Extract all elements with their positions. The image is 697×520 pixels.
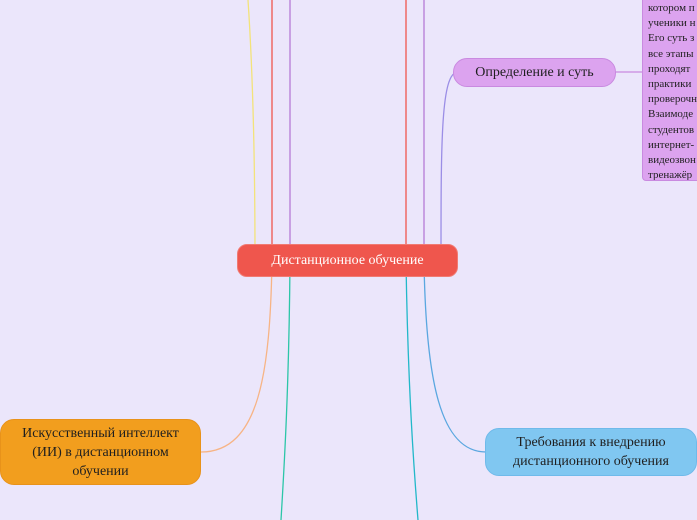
- note-line: ученики н: [648, 17, 696, 30]
- topic-requirements[interactable]: Требования к внедрению дистанционного об…: [485, 428, 697, 476]
- connector-teal-right: [405, 261, 419, 520]
- note-line: интернет-: [648, 138, 695, 151]
- note-line: тренажёр: [648, 169, 693, 181]
- connector-teal-left: [280, 261, 291, 520]
- connector-requirements: [423, 261, 487, 453]
- root-label: Дистанционное обучение: [271, 252, 424, 268]
- note-line: котором п: [648, 2, 695, 14]
- connector-yellow: [247, 0, 256, 261]
- topic-ai-label: Искусственный интеллект (ИИ) в дистанцио…: [22, 425, 179, 479]
- note-line: проверочн: [648, 93, 697, 106]
- topic-ai[interactable]: Искусственный интеллект (ИИ) в дистанцио…: [0, 419, 201, 485]
- note-line: все этапы: [648, 47, 694, 60]
- topic-requirements-label: Требования к внедрению дистанционного об…: [513, 435, 669, 469]
- note-line: Взаимоде: [648, 108, 694, 121]
- note-line: видеозвон: [648, 154, 696, 167]
- note-line: Его суть з: [648, 32, 695, 45]
- note-line: практики: [648, 78, 692, 91]
- note-line: проходят: [648, 62, 691, 75]
- definition-note[interactable]: котором п ученики н Его суть з все этапы…: [642, 0, 697, 181]
- root-node[interactable]: Дистанционное обучение: [237, 244, 458, 277]
- connector-definition: [440, 71, 459, 261]
- topic-definition[interactable]: Определение и суть: [453, 58, 616, 87]
- note-line: студентов: [648, 123, 695, 136]
- topic-definition-label: Определение и суть: [475, 64, 594, 80]
- connector-ai: [200, 261, 273, 453]
